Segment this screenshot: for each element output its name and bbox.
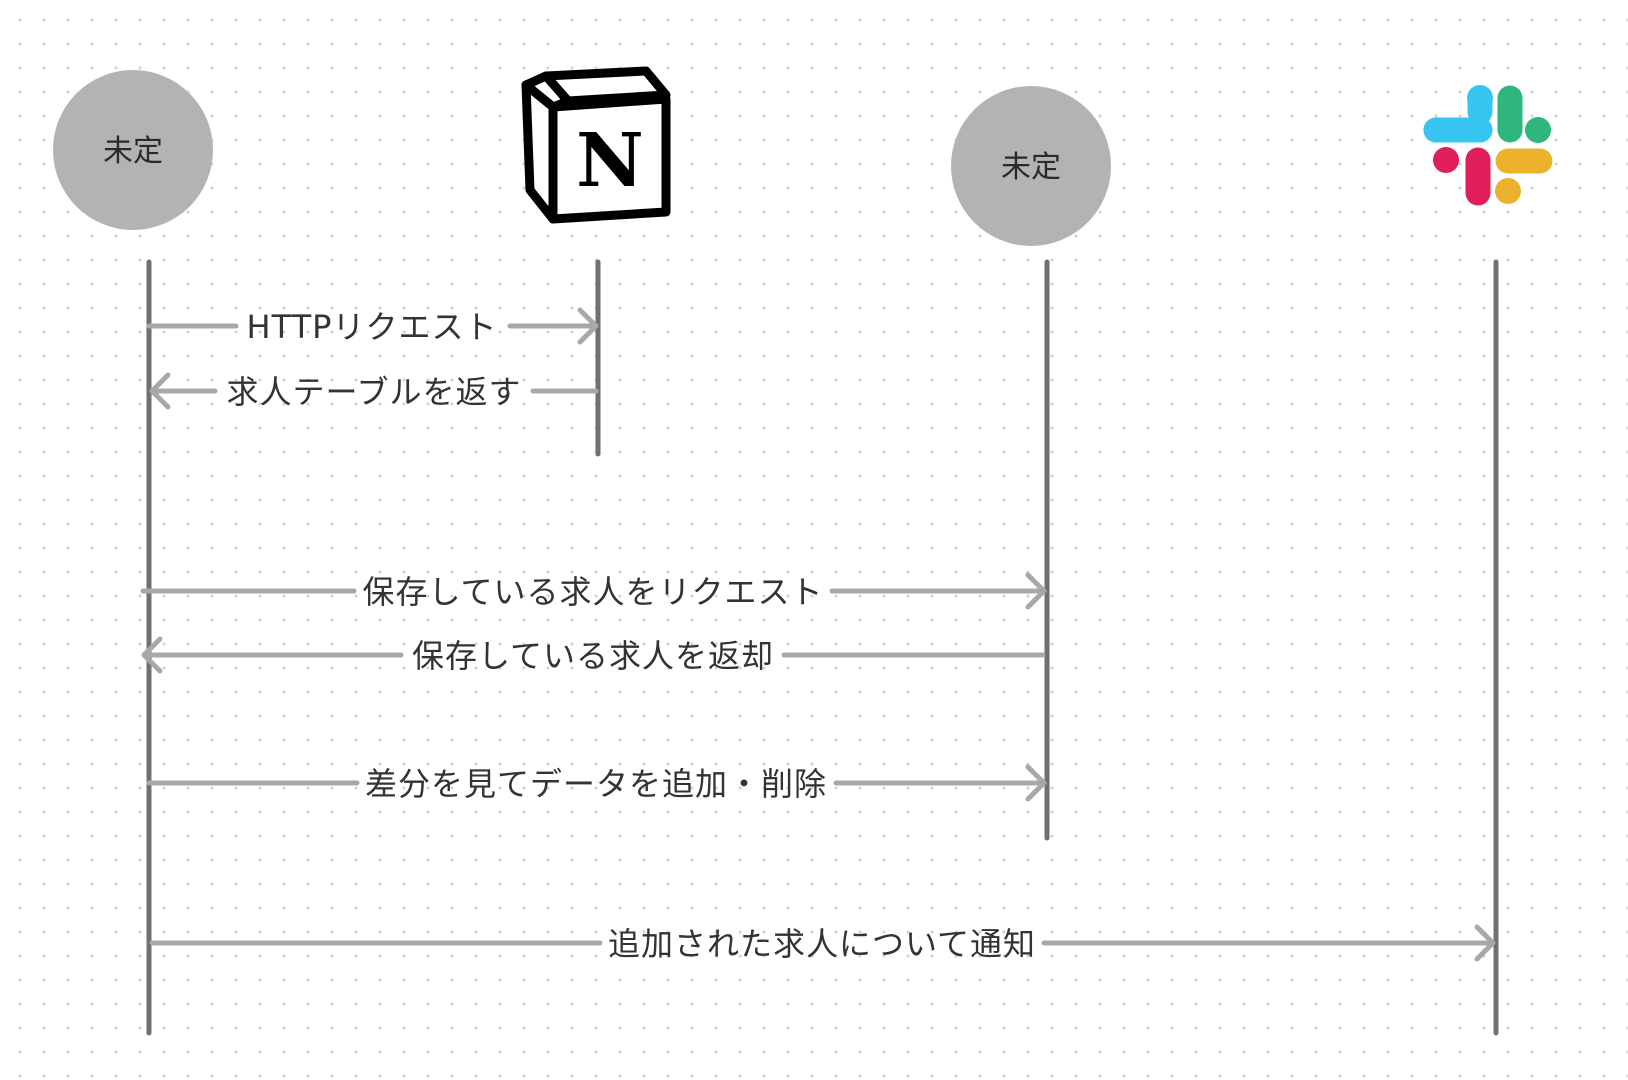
message-1: HTTPリクエスト — [146, 307, 599, 346]
actor-label: 未定 — [103, 134, 163, 169]
message-5: 差分を見てデータを追加・削除 — [146, 764, 1047, 803]
placeholder-circle — [53, 70, 213, 230]
message-label: 追加された求人について通知 — [608, 925, 1036, 963]
actor-placeholder-1: 未定 — [53, 70, 213, 230]
notion-logo-letter: N — [576, 118, 644, 204]
arrowhead-right — [577, 307, 599, 345]
message-label: HTTPリクエスト — [247, 308, 498, 346]
notion-logo-icon: N — [521, 66, 671, 224]
message-4: 保存している求人を返却 — [141, 636, 1046, 675]
slack-logo-icon — [1423, 85, 1553, 206]
message-6: 追加された求人について通知 — [149, 924, 1496, 963]
message-label: 求人テーブルを返す — [226, 373, 521, 411]
arrowhead-right — [1025, 764, 1047, 802]
arrowhead-right — [1025, 572, 1047, 610]
actor-label: 未定 — [1001, 150, 1061, 185]
arrowhead-left — [141, 636, 163, 674]
message-label: 差分を見てデータを追加・削除 — [365, 765, 827, 803]
arrowhead-right — [1474, 924, 1496, 962]
actor-placeholder-3: 未定 — [951, 86, 1111, 246]
placeholder-circle — [951, 86, 1111, 246]
message-3: 保存している求人をリクエスト — [140, 572, 1047, 611]
message-label: 保存している求人を返却 — [412, 637, 774, 675]
arrowhead-left — [149, 372, 171, 410]
message-2: 求人テーブルを返す — [149, 372, 599, 411]
message-label: 保存している求人をリクエスト — [362, 573, 823, 611]
